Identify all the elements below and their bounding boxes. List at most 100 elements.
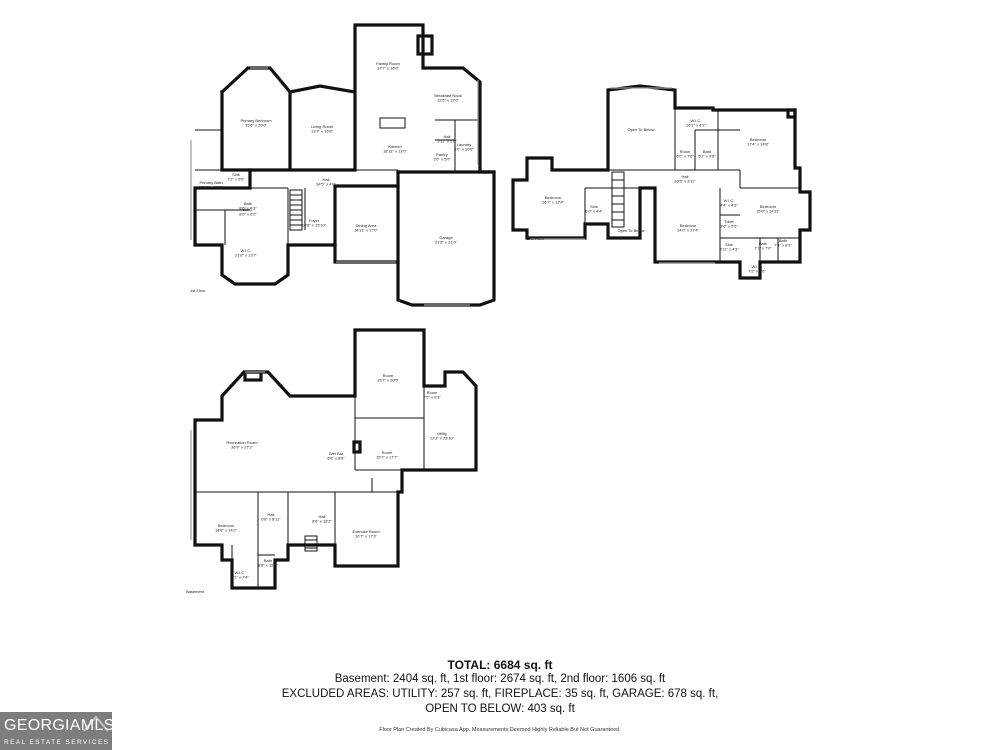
room-dimensions: 3'6" x 5'0" — [433, 157, 451, 162]
room-name: W.I.C. — [241, 248, 252, 253]
room-dimensions: 36'9" x 27'2" — [231, 445, 254, 450]
room-dimensions: 21'8" x 21'0" — [435, 240, 458, 245]
room-name: W.I.C. — [235, 570, 246, 575]
logo-text: GEORGIAMLS — [4, 717, 115, 734]
second-floor-outer-wall — [511, 84, 812, 280]
room-dimensions: 14'11" x 17'0" — [354, 228, 378, 233]
room-name: Wet Bar — [329, 451, 344, 456]
room-dimensions: 18'11" x 13'0" — [383, 149, 407, 154]
room-dimensions: 20'3" x 3'11" — [674, 179, 696, 184]
room-dimensions: 6'0" x 10'8" — [454, 147, 474, 152]
room-dimensions: 34'5" x 4'0" — [316, 182, 336, 187]
room-name: Bath — [703, 149, 711, 154]
room-dimensions: 3'6" x 5'5" — [720, 224, 738, 229]
room-name: Bedroom — [750, 137, 767, 142]
open-to-below-area: OPEN TO BELOW: 403 sq. ft — [425, 703, 575, 715]
first-floor-outer-wall — [193, 23, 496, 307]
room-name: Dining Area — [356, 223, 377, 228]
floor-label-basement: Basement — [186, 589, 205, 594]
room-name: Sink — [725, 242, 733, 247]
room-dimensions: 6'0" x 7'6" — [676, 154, 694, 159]
room-name: W.I.C. — [243, 207, 254, 212]
room-dimensions: 15'7" x 17'7" — [376, 455, 399, 460]
room-dimensions: 6'0" x 4'4" — [585, 209, 603, 214]
first-floor-windows — [190, 67, 479, 306]
room-dimensions: 10'8" x 15'10" — [302, 223, 327, 228]
room-name: Family Room — [376, 61, 400, 66]
room-dimensions: 16'7" x 12'4" — [542, 200, 565, 205]
room-dimensions: 3'11" x 4'3" — [719, 247, 739, 252]
room-name: Living Room — [311, 124, 334, 129]
room-name: Bath — [264, 558, 272, 563]
room-dimensions: 3'11" x 5'6" — [437, 139, 457, 144]
basement-plan — [190, 328, 478, 590]
room-dimensions: 15'6" x 20'0" — [245, 123, 268, 128]
room-name: Bedroom — [218, 523, 235, 528]
floor-label-second: 2nd Floor — [527, 236, 545, 241]
room-name: Bedroom — [760, 204, 777, 209]
floor-label-first: 1st Floor — [190, 288, 206, 293]
room-label: Open To Below — [627, 127, 654, 132]
room-label: W.I.C.16'1" x 4'2" — [686, 118, 706, 128]
room-name: Garage — [439, 235, 453, 240]
room-name: Hall — [323, 177, 330, 182]
room-name: Primary Bedroom — [240, 118, 272, 123]
logo-subtext: REAL ESTATE SERVICES — [4, 739, 110, 746]
excluded-areas: EXCLUDED AREAS: UTILITY: 257 sq. ft, FIR… — [281, 688, 719, 700]
room-dimensions: 7'1" x 7'0" — [754, 246, 772, 251]
basement-windows — [190, 371, 265, 540]
room-dimensions: 8'0" x 6'2" — [239, 212, 257, 217]
second-floor-windows — [530, 87, 715, 264]
room-dimensions: 14'8" x 14'2" — [215, 528, 238, 533]
first-floor-plan — [190, 23, 496, 307]
basement-inner-walls — [195, 386, 425, 588]
room-dimensions: 17'4" x 14'8" — [747, 142, 770, 147]
room-name: Room — [427, 390, 438, 395]
credit-note: Floor Plan Created By Cubicasa App. Meas… — [379, 727, 621, 733]
room-name: Pantry — [436, 152, 448, 157]
room-name: W.I.C. — [691, 118, 702, 123]
total-area: TOTAL: 6684 sq. ft — [447, 658, 553, 672]
room-dimensions: 16'1" x 4'2" — [686, 123, 706, 128]
room-dimensions: 6'8" x 8'11" — [261, 517, 281, 522]
room-name: Bedroom — [680, 223, 697, 228]
second-floor-stairs — [611, 171, 625, 228]
room-label: W.I.C.7'2" x 5'6" — [748, 264, 766, 274]
room-dimensions: 12'10" x 15'1" — [199, 185, 224, 190]
basement-stairs — [304, 535, 318, 552]
room-name: Room — [680, 149, 691, 154]
room-name: Breakfast Nook — [434, 93, 461, 98]
room-dimensions: 13'3" x 16'8" — [311, 129, 334, 134]
room-name: Bath — [779, 238, 787, 243]
room-dimensions: 8'6" x 18'2" — [312, 519, 332, 524]
